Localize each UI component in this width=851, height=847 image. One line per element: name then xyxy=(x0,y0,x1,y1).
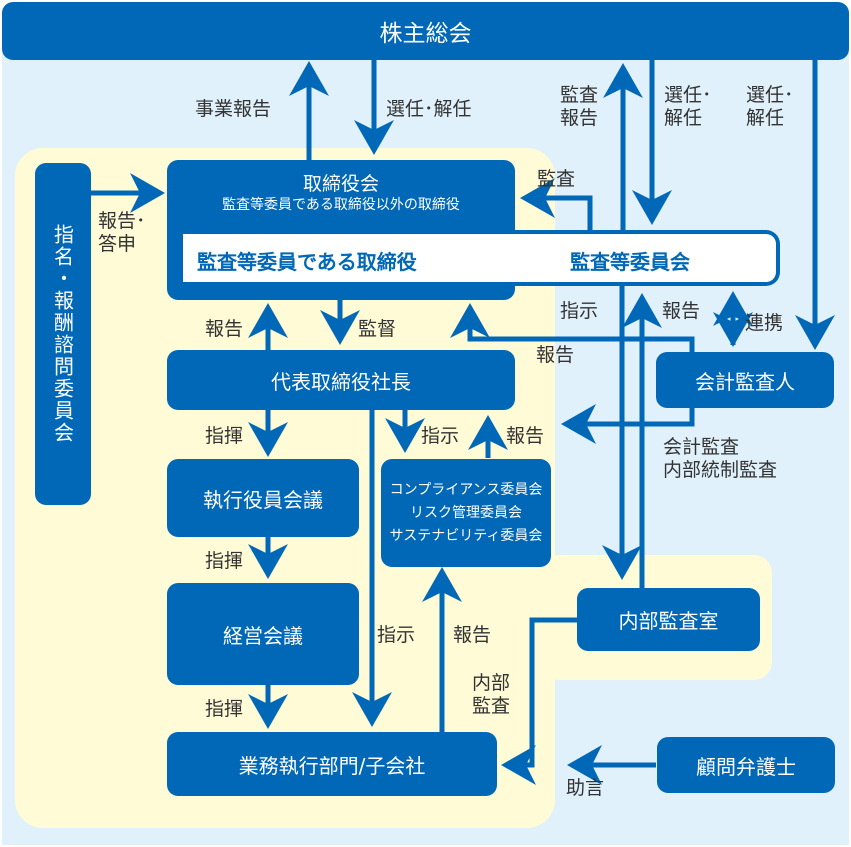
label-appoint-auditor-line2: 解任 xyxy=(746,107,785,129)
label-business-report: 事業報告 xyxy=(195,98,272,120)
label-report-internal: 報告 xyxy=(662,300,701,322)
label-nomination-report-line2: 答申 xyxy=(98,233,137,255)
internal-audit-office-box: 内部監査室 xyxy=(577,588,760,651)
label-accounting-audit-line1: 会計監査 xyxy=(663,436,740,458)
nomination-compensation-committee-label: 指名・報酬諮問委員会 xyxy=(50,224,75,444)
label-accounting-audit: 会計監査 内部統制監査 xyxy=(663,436,777,482)
label-internal-audit: 内部 監査 xyxy=(472,672,510,718)
label-advice: 助言 xyxy=(566,777,605,799)
board-title: 取締役会 xyxy=(302,173,379,195)
label-audit-to-board: 監査 xyxy=(537,168,576,190)
label-cooperation: 連携 xyxy=(745,312,784,334)
shareholders-meeting-label: 株主総会 xyxy=(379,21,472,47)
arrow-audit-to-board xyxy=(520,178,593,232)
compliance-committee-label: コンプライアンス委員会 xyxy=(389,481,543,498)
executive-officers-meeting-label: 執行役員会議 xyxy=(203,487,323,512)
risk-management-committee-label: リスク管理委員会 xyxy=(410,504,522,521)
management-meeting-box: 経営会議 xyxy=(167,583,359,685)
committees-box: コンプライアンス委員会 リスク管理委員会 サステナビリティ委員会 xyxy=(381,459,551,567)
executive-officers-meeting-box: 執行役員会議 xyxy=(167,459,359,537)
nomination-compensation-committee-box: 指名・報酬諮問委員会 xyxy=(35,163,91,505)
label-command-3: 指揮 xyxy=(205,698,244,720)
accounting-auditor-box: 会計監査人 xyxy=(656,352,834,408)
legal-advisor-box: 顧問弁護士 xyxy=(657,737,835,793)
label-internal-audit-line1: 内部 xyxy=(472,672,511,694)
shareholders-meeting-box: 株主総会 xyxy=(2,2,849,60)
board-subtitle: 監査等委員である取締役以外の取締役 xyxy=(222,197,460,213)
president-box: 代表取締役社長 xyxy=(167,350,515,410)
accounting-auditor-label: 会計監査人 xyxy=(695,369,795,394)
internal-audit-office-label: 内部監査室 xyxy=(618,609,719,633)
label-supervise: 監督 xyxy=(358,318,397,340)
label-appoint-committee-line2: 解任 xyxy=(664,107,703,129)
audit-directors-label: 監査等委員である取締役 xyxy=(197,250,417,274)
label-instruct-committees: 指示 xyxy=(421,425,460,447)
label-command-1: 指揮 xyxy=(205,425,244,447)
arrow-internal-audit xyxy=(501,617,578,785)
label-appoint-committee: 選任･ 解任 xyxy=(664,84,712,130)
label-nomination-report: 報告･ 答申 xyxy=(98,210,146,256)
label-internal-audit-line2: 監査 xyxy=(472,695,511,717)
label-accounting-audit-line2: 内部統制監査 xyxy=(663,459,778,481)
label-appoint-auditor-line1: 選任･ xyxy=(746,84,794,106)
label-command-2: 指揮 xyxy=(205,550,244,572)
label-instruct-business: 指示 xyxy=(377,624,416,646)
audit-committee-label: 監査等委員会 xyxy=(570,250,690,274)
label-audit-report-line2: 報告 xyxy=(560,107,599,129)
arrow-auditor-report xyxy=(561,404,695,444)
label-instruct-internal: 指示 xyxy=(560,300,599,322)
management-meeting-label: 経営会議 xyxy=(223,623,303,648)
label-report-business: 報告 xyxy=(453,624,492,646)
label-appoint-auditor: 選任･ 解任 xyxy=(746,84,794,130)
audit-directors-panel xyxy=(183,234,513,282)
sustainability-committee-label: サステナビリティ委員会 xyxy=(389,527,543,544)
label-appoint-board: 選任･解任 xyxy=(386,98,472,120)
business-units-box: 業務執行部門/子会社 xyxy=(167,732,497,796)
label-appoint-committee-line1: 選任･ xyxy=(664,84,712,106)
label-audit-report: 監査 報告 xyxy=(560,84,598,130)
legal-advisor-label: 顧問弁護士 xyxy=(696,754,796,779)
label-auditor-report-board: 報告 xyxy=(536,344,575,366)
president-label: 代表取締役社長 xyxy=(271,369,411,394)
arrow-auditor-report-board xyxy=(450,303,695,352)
label-report-to-board: 報告 xyxy=(205,318,244,340)
business-units-label: 業務執行部門/子会社 xyxy=(238,753,426,778)
label-nomination-report-line1: 報告･ xyxy=(98,210,146,232)
label-audit-report-line1: 監査 xyxy=(560,84,599,106)
label-report-committees: 報告 xyxy=(506,425,545,447)
